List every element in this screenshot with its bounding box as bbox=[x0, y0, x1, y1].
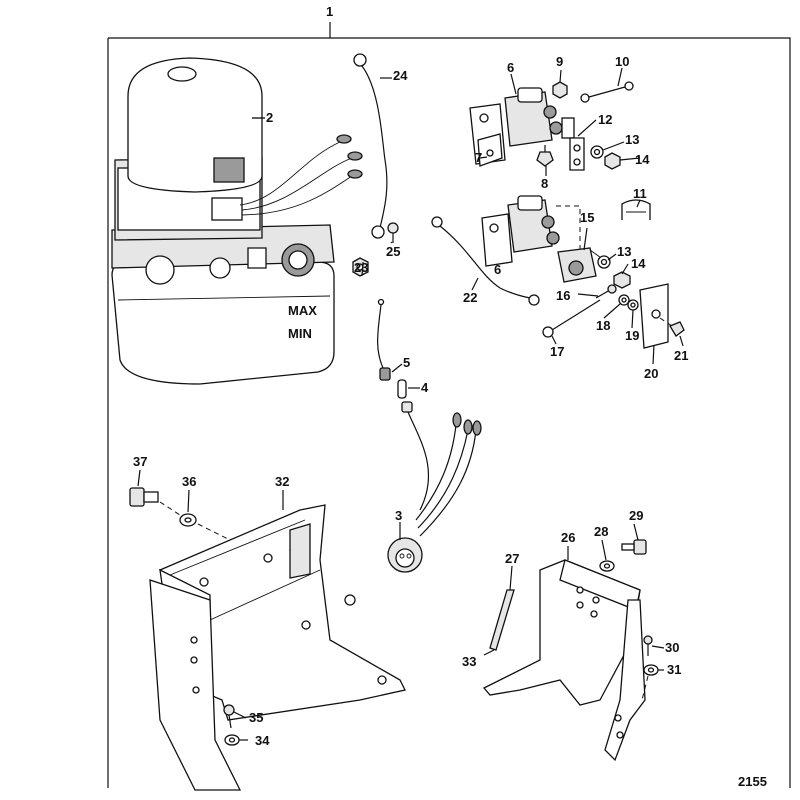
callout-12: 12 bbox=[598, 112, 612, 127]
washer-13-upper bbox=[590, 145, 604, 159]
screw-25 bbox=[387, 222, 399, 243]
lead-17 bbox=[542, 299, 601, 338]
ground-strap-24 bbox=[353, 53, 392, 239]
callout-14-upper: 14 bbox=[635, 152, 650, 167]
screw-35 bbox=[223, 704, 235, 729]
bolt-29 bbox=[621, 539, 647, 555]
callout-labels: 1 2 3 4 5 6 6 7 8 9 10 11 12 13 13 14 14… bbox=[133, 4, 688, 748]
harness-3 bbox=[387, 401, 482, 573]
screw-30 bbox=[643, 635, 653, 656]
strap-12 bbox=[569, 137, 585, 171]
callout-35: 35 bbox=[249, 710, 263, 725]
washer-19 bbox=[627, 299, 639, 311]
callout-30: 30 bbox=[665, 640, 679, 655]
circuit-breaker-15 bbox=[557, 247, 605, 283]
callout-11: 11 bbox=[633, 186, 647, 201]
cable-22 bbox=[431, 216, 540, 306]
callout-32: 32 bbox=[275, 474, 289, 489]
callout-1: 1 bbox=[326, 4, 333, 19]
callout-37: 37 bbox=[133, 454, 147, 469]
small-bracket-26 bbox=[482, 559, 646, 762]
screw-21 bbox=[659, 317, 685, 337]
callout-10: 10 bbox=[615, 54, 629, 69]
callout-18: 18 bbox=[596, 318, 610, 333]
callout-20: 20 bbox=[644, 366, 658, 381]
bolt-37 bbox=[129, 487, 159, 507]
callout-2: 2 bbox=[266, 110, 273, 125]
bolt-8 bbox=[536, 145, 554, 167]
callout-25: 25 bbox=[386, 244, 400, 259]
callout-34: 34 bbox=[255, 733, 270, 748]
callout-26: 26 bbox=[561, 530, 575, 545]
callout-27: 27 bbox=[505, 551, 519, 566]
callout-29: 29 bbox=[629, 508, 643, 523]
nut-14-upper bbox=[604, 152, 621, 170]
callout-4: 4 bbox=[421, 380, 429, 395]
callout-7: 7 bbox=[475, 150, 482, 165]
washer-36 bbox=[159, 501, 231, 541]
washer-13-lower bbox=[597, 255, 611, 269]
nut-9 bbox=[552, 81, 568, 99]
reservoir-min-label: MIN bbox=[288, 326, 312, 341]
cable-10 bbox=[580, 81, 634, 103]
bolt-16 bbox=[595, 284, 617, 299]
callout-6-lower: 6 bbox=[494, 262, 501, 277]
callout-31: 31 bbox=[667, 662, 681, 677]
callout-24: 24 bbox=[393, 68, 408, 83]
pin-4 bbox=[397, 379, 407, 399]
callout-36: 36 bbox=[182, 474, 196, 489]
washer-28 bbox=[599, 560, 615, 572]
reservoir-max-label: MAX bbox=[288, 303, 317, 318]
callout-6-upper: 6 bbox=[507, 60, 514, 75]
callout-3: 3 bbox=[395, 508, 402, 523]
callout-13-upper: 13 bbox=[625, 132, 639, 147]
nut-14-lower bbox=[613, 271, 631, 289]
nut-23 bbox=[352, 257, 369, 277]
callout-17: 17 bbox=[550, 344, 564, 359]
callout-16: 16 bbox=[556, 288, 570, 303]
plate-20 bbox=[639, 283, 669, 349]
callout-13-lower: 13 bbox=[617, 244, 631, 259]
callout-23: 23 bbox=[354, 260, 368, 275]
clip-11 bbox=[621, 199, 651, 220]
callout-14-lower: 14 bbox=[631, 256, 646, 271]
callout-28: 28 bbox=[594, 524, 608, 539]
solenoid-lower bbox=[481, 195, 581, 267]
callout-9: 9 bbox=[556, 54, 563, 69]
strip-27 bbox=[489, 589, 515, 651]
washer-34 bbox=[224, 734, 240, 746]
callout-5: 5 bbox=[403, 355, 410, 370]
wire-5 bbox=[377, 298, 391, 381]
figure-number: 2155 bbox=[738, 774, 767, 789]
assembly-frame bbox=[107, 22, 791, 788]
callout-15: 15 bbox=[580, 210, 594, 225]
washer-18 bbox=[618, 294, 630, 306]
leader-lines bbox=[137, 67, 684, 741]
callout-19: 19 bbox=[625, 328, 639, 343]
mounting-bracket-32 bbox=[149, 504, 406, 791]
callout-33: 33 bbox=[462, 654, 476, 669]
callout-8: 8 bbox=[541, 176, 548, 191]
callout-22: 22 bbox=[463, 290, 477, 305]
pump-motor-assembly: MAX MIN bbox=[111, 57, 363, 385]
callout-21: 21 bbox=[674, 348, 688, 363]
